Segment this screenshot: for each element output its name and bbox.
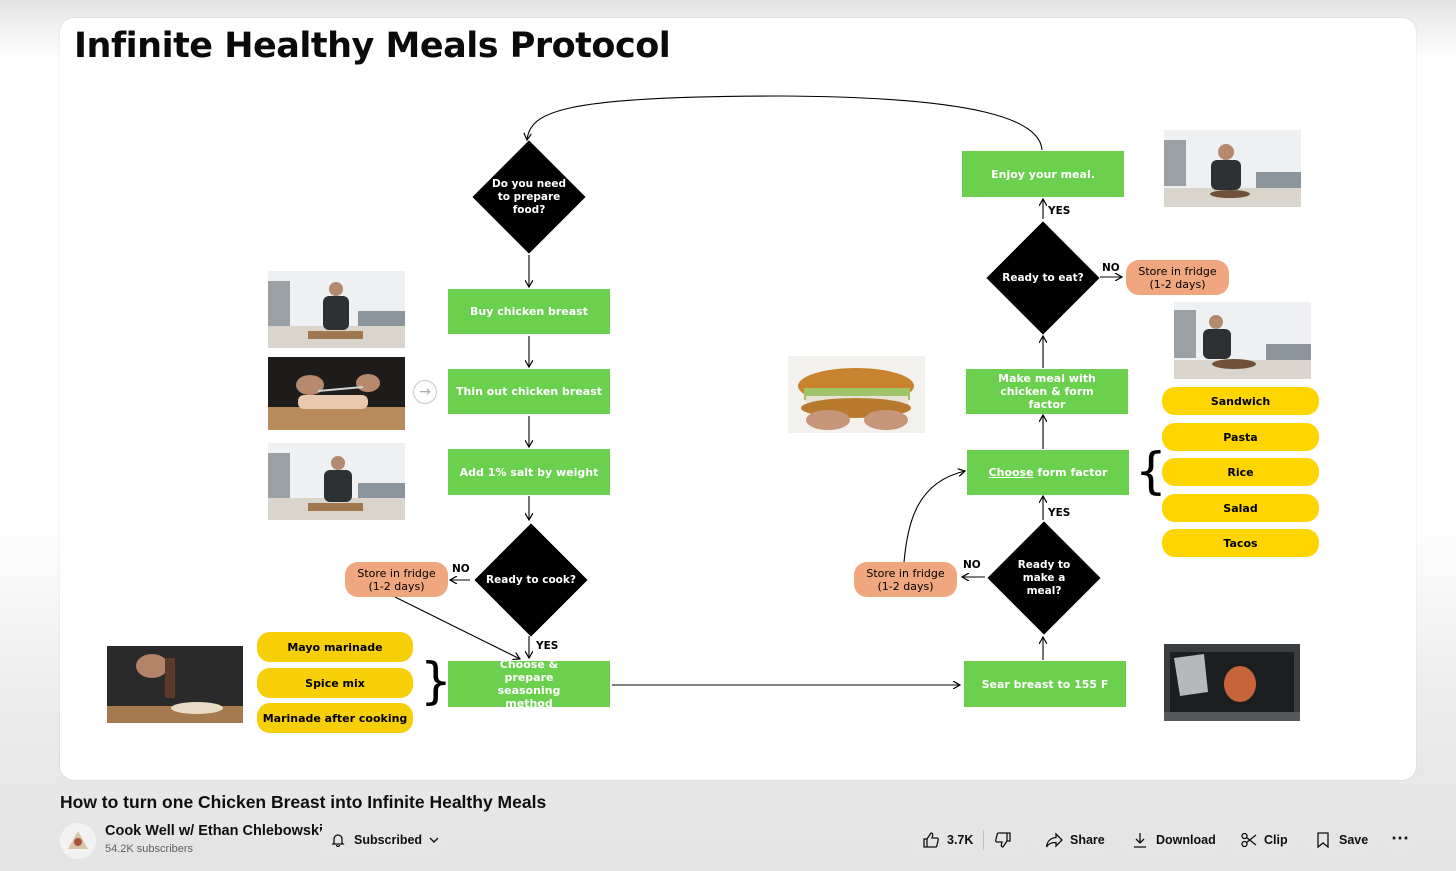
like-dislike-group: 3.7K: [910, 824, 1028, 856]
clip-button[interactable]: Clip: [1230, 824, 1297, 856]
slide-title: Infinite Healthy Meals Protocol: [74, 26, 671, 66]
like-divider: [983, 830, 985, 850]
label-yes-eat: YES: [1048, 205, 1071, 217]
form-factor-rest-text: form factor: [1033, 466, 1108, 479]
step-buy-chicken: Buy chicken breast: [448, 289, 610, 334]
store-fridge-middle: Store in fridge (1-2 days): [854, 562, 957, 597]
more-button[interactable]: ⋯: [1384, 824, 1416, 856]
video-title: How to turn one Chicken Breast into Infi…: [60, 792, 547, 812]
option-rice: Rice: [1162, 458, 1319, 486]
photo-salting-chicken: [268, 443, 405, 520]
step-thin-chicken: Thin out chicken breast: [448, 369, 610, 414]
step-make-meal: Make meal with chicken & form factor: [966, 369, 1128, 414]
photo-slicing-closeup: [268, 357, 405, 430]
photo-enjoying-meal: [1164, 130, 1301, 207]
download-icon: [1131, 831, 1149, 849]
share-icon: [1045, 831, 1063, 849]
decision-ready-to-eat: Ready to eat?: [986, 221, 1100, 335]
save-button[interactable]: Save: [1304, 824, 1377, 856]
like-button[interactable]: 3.7K: [922, 831, 973, 849]
subscriber-count: 54.2K subscribers: [105, 843, 194, 855]
store-fridge-left: Store in fridge (1-2 days): [345, 562, 448, 597]
photo-searing-chicken: [1164, 644, 1300, 721]
subscribed-button[interactable]: Subscribed: [318, 824, 447, 856]
bookmark-icon: [1314, 831, 1332, 849]
step-choose-form-factor: Choose form factor: [967, 450, 1129, 495]
step-enjoy-meal: Enjoy your meal.: [962, 151, 1124, 197]
photo-cutting-chicken: [268, 271, 405, 348]
arrow-circle-icon: →: [413, 380, 437, 404]
option-tacos: Tacos: [1162, 529, 1319, 557]
option-spice-mix: Spice mix: [257, 668, 413, 698]
decision-ready-to-make-meal: Ready to make a meal?: [987, 521, 1101, 635]
option-mayo-marinade: Mayo marinade: [257, 632, 413, 662]
thumbs-down-icon[interactable]: [994, 831, 1012, 849]
decision-ready-to-cook: Ready to cook?: [474, 523, 588, 637]
brace-form-factor: {: [1135, 442, 1167, 500]
thumbs-up-icon: [922, 831, 940, 849]
download-label: Download: [1156, 833, 1216, 847]
more-icon: ⋯: [1391, 828, 1409, 848]
brace-seasoning: }: [420, 652, 452, 710]
option-marinade-after-cooking: Marinade after cooking: [257, 703, 413, 733]
step-sear-breast: Sear breast to 155 F: [964, 661, 1126, 707]
label-yes-make-meal: YES: [1048, 507, 1071, 519]
download-button[interactable]: Download: [1121, 824, 1223, 856]
chevron-down-icon: [428, 831, 440, 849]
save-label: Save: [1339, 833, 1369, 847]
channel-name[interactable]: Cook Well w/ Ethan Chlebowski: [105, 823, 324, 839]
step-choose-seasoning: Choose & prepare seasoning method: [448, 658, 610, 710]
like-count: 3.7K: [947, 833, 974, 847]
photo-sandwich: [788, 356, 925, 433]
scissors-icon: [1240, 831, 1258, 849]
photo-making-meal: [1174, 302, 1311, 379]
bell-icon: [330, 831, 346, 849]
subscribed-label: Subscribed: [354, 833, 423, 847]
store-fridge-right: Store in fridge (1-2 days): [1126, 260, 1229, 295]
step-add-salt: Add 1% salt by weight: [448, 449, 610, 495]
clip-label: Clip: [1264, 833, 1288, 847]
option-salad: Salad: [1162, 494, 1319, 522]
option-sandwich: Sandwich: [1162, 387, 1319, 415]
label-no-make-meal: NO: [963, 559, 981, 571]
form-factor-choose-text: Choose: [988, 466, 1034, 479]
share-button[interactable]: Share: [1035, 824, 1114, 856]
share-label: Share: [1070, 833, 1105, 847]
decision-prepare-food: Do you need to prepare food?: [472, 140, 586, 254]
label-yes-cook: YES: [536, 640, 559, 652]
option-pasta: Pasta: [1162, 423, 1319, 451]
label-no-cook: NO: [452, 563, 470, 575]
label-no-eat: NO: [1102, 262, 1120, 274]
channel-avatar[interactable]: [60, 823, 96, 859]
photo-mayo-marinade: [107, 646, 243, 723]
